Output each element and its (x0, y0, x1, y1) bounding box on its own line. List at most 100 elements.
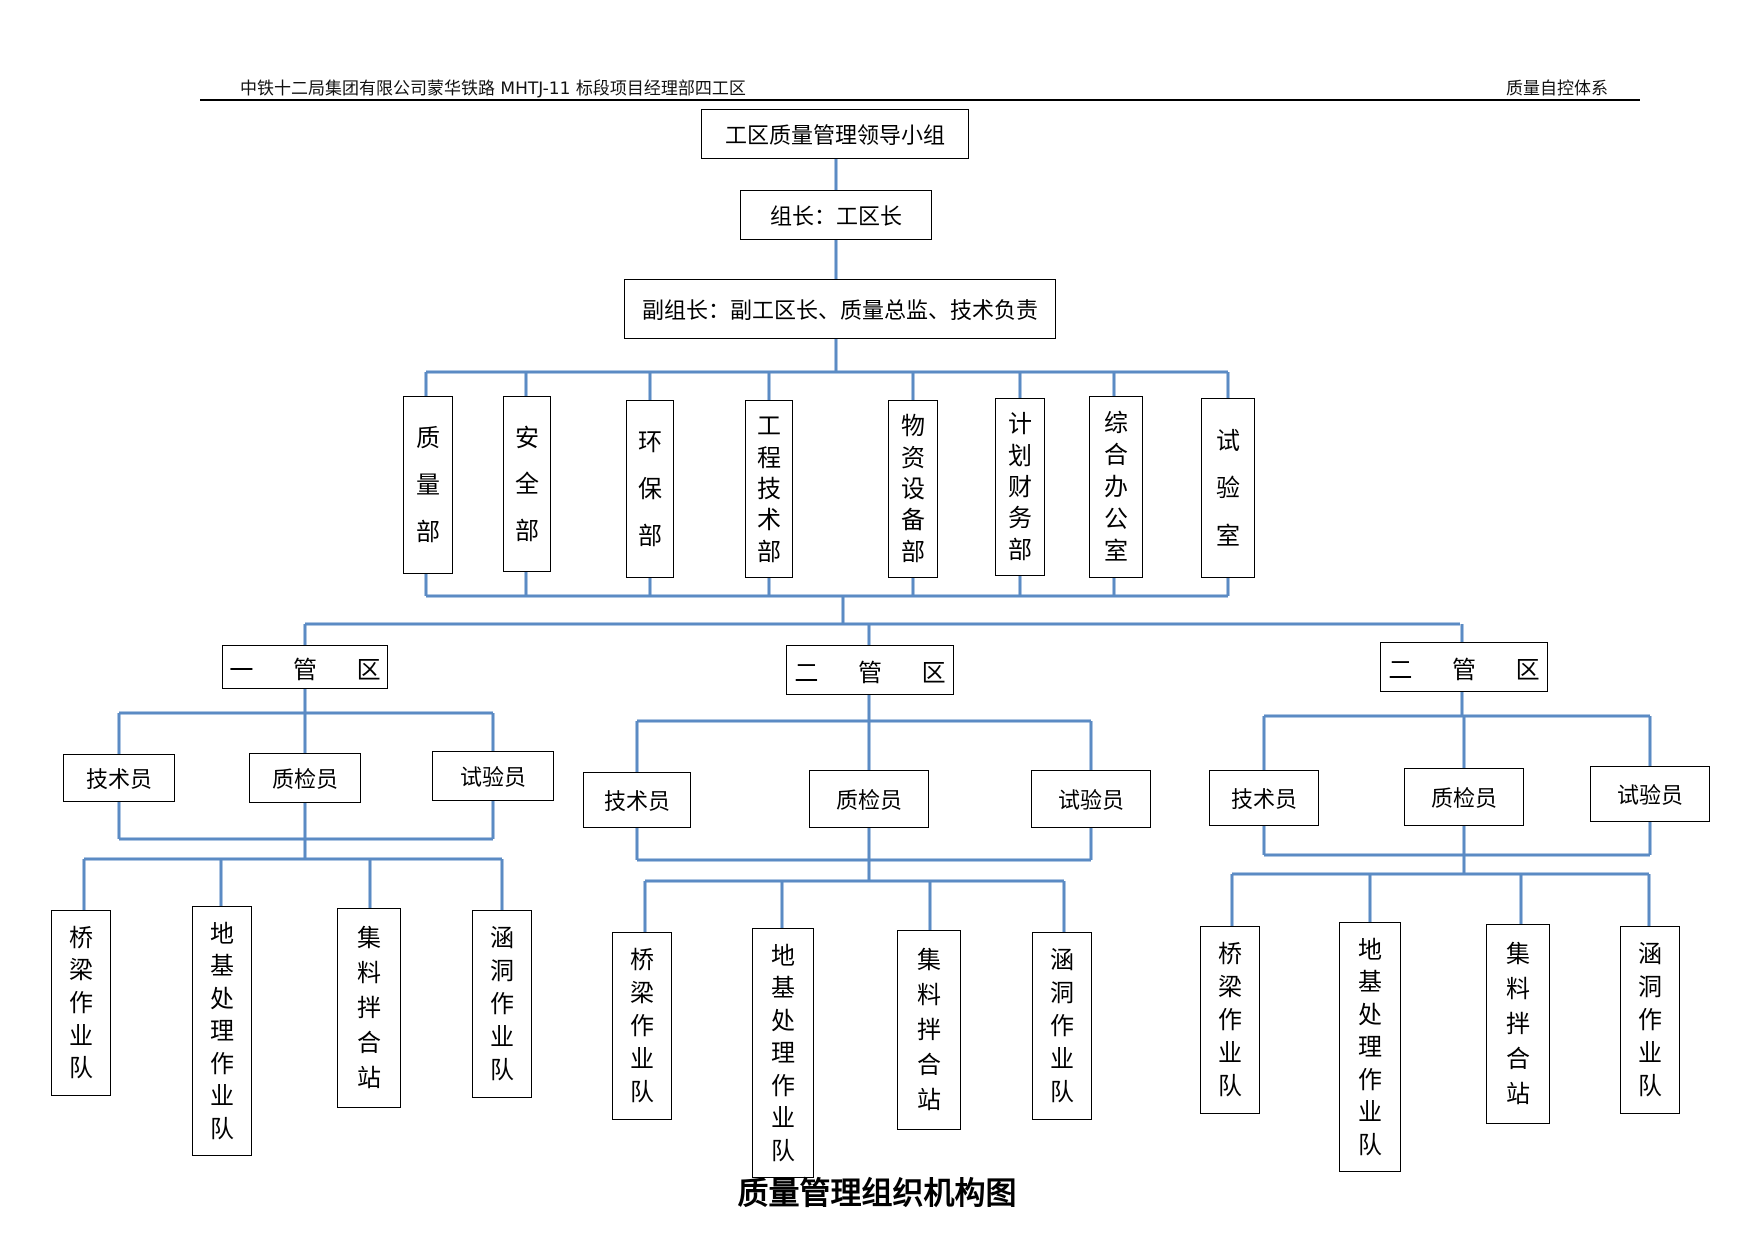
box-char: 队 (490, 1056, 514, 1084)
box-char: 作 (1050, 1012, 1074, 1040)
box-char: 理 (771, 1039, 795, 1067)
staff-box: 技术员 (1209, 770, 1319, 826)
team-box: 集料拌合站 (897, 930, 961, 1130)
box-char: 作 (210, 1049, 234, 1078)
box-char: 处 (771, 1006, 795, 1035)
box-char: 部 (901, 537, 925, 566)
box-char: 队 (1358, 1130, 1382, 1159)
box-char: 集 (1506, 940, 1530, 968)
deputy-box: 副组长：副工区长、质量总监、技术负责 (624, 279, 1056, 339)
box-char: 室 (1216, 521, 1240, 550)
team-box: 地基处理作业队 (752, 928, 814, 1178)
box-char: 涵 (1638, 940, 1662, 968)
box-char: 部 (515, 516, 539, 545)
box-char: 业 (1050, 1045, 1074, 1073)
team-box: 桥梁作业队 (612, 932, 672, 1120)
staff-box: 质检员 (1404, 768, 1524, 826)
box-char: 部 (416, 518, 440, 546)
box-char: 洞 (1050, 979, 1074, 1007)
box-char: 理 (210, 1017, 234, 1045)
box-char: 站 (917, 1086, 941, 1114)
zone-box: 二 管 区 (1380, 642, 1548, 692)
box-char: 桥 (630, 946, 654, 974)
box-char: 划 (1008, 441, 1032, 470)
box-char: 站 (357, 1064, 381, 1092)
box-char: 业 (1218, 1039, 1242, 1067)
leader-box: 工区质量管理领导小组 (701, 109, 969, 159)
box-char: 地 (771, 941, 795, 970)
box-char: 合 (357, 1029, 381, 1057)
box-char: 技 (757, 474, 781, 503)
department-box: 环保部 (626, 400, 674, 578)
box-char: 梁 (1218, 973, 1242, 1001)
zone-box: 一 管 区 (222, 645, 388, 689)
box-char: 业 (490, 1023, 514, 1051)
team-box: 涵洞作业队 (472, 910, 532, 1098)
box-char: 料 (357, 959, 381, 987)
staff-box: 质检员 (809, 770, 929, 828)
box-char: 洞 (490, 957, 514, 985)
team-box: 涵洞作业队 (1032, 932, 1092, 1120)
box-char: 业 (771, 1104, 795, 1132)
staff-box: 技术员 (583, 772, 691, 828)
box-char: 集 (357, 924, 381, 952)
box-char: 处 (1358, 1000, 1382, 1029)
box-char: 队 (210, 1114, 234, 1143)
box-char: 拌 (917, 1016, 941, 1044)
staff-box: 技术员 (63, 754, 175, 802)
team-box: 集料拌合站 (337, 908, 401, 1108)
box-char: 试 (1216, 426, 1240, 455)
box-char: 拌 (357, 994, 381, 1022)
box-char: 队 (1050, 1078, 1074, 1106)
box-char: 室 (1104, 537, 1128, 565)
box-char: 作 (1218, 1006, 1242, 1034)
box-char: 作 (490, 990, 514, 1018)
department-box: 安全部 (503, 396, 551, 572)
zone-box: 二 管 区 (786, 645, 954, 695)
box-char: 备 (901, 506, 925, 535)
box-char: 基 (210, 952, 234, 980)
box-char: 业 (1358, 1098, 1382, 1126)
box-char: 作 (771, 1071, 795, 1100)
box-char: 计 (1008, 410, 1032, 439)
box-char: 拌 (1506, 1010, 1530, 1038)
box-char: 站 (1506, 1080, 1530, 1108)
box-char: 作 (69, 988, 93, 1017)
box-char: 集 (917, 946, 941, 974)
box-char: 料 (917, 981, 941, 1009)
box-char: 量 (416, 471, 440, 499)
team-box: 涵洞作业队 (1620, 926, 1680, 1114)
box-char: 业 (630, 1045, 654, 1073)
box-char: 队 (1638, 1072, 1662, 1100)
head-box: 组长：工区长 (740, 190, 932, 240)
box-char: 作 (1638, 1006, 1662, 1034)
header-left: 中铁十二局集团有限公司蒙华铁路 MHTJ-11 标段项目经理部四工区 (240, 79, 746, 99)
box-char: 部 (1008, 535, 1032, 564)
team-box: 桥梁作业队 (51, 910, 111, 1096)
box-char: 地 (210, 919, 234, 948)
box-char: 公 (1104, 505, 1128, 533)
box-char: 业 (210, 1082, 234, 1110)
team-box: 地基处理作业队 (192, 906, 252, 1156)
box-char: 基 (771, 974, 795, 1002)
staff-box: 质检员 (249, 753, 361, 803)
box-char: 全 (515, 470, 539, 498)
box-char: 环 (638, 428, 662, 456)
box-char: 工 (757, 412, 781, 441)
team-box: 地基处理作业队 (1339, 922, 1401, 1172)
box-char: 队 (1218, 1072, 1242, 1100)
box-char: 料 (1506, 975, 1530, 1003)
box-char: 涵 (1050, 946, 1074, 974)
box-char: 质 (416, 424, 440, 452)
box-char: 物 (901, 412, 925, 441)
box-char: 桥 (69, 923, 93, 952)
box-char: 梁 (69, 956, 93, 985)
team-box: 集料拌合站 (1486, 924, 1550, 1124)
box-char: 财 (1008, 472, 1032, 501)
department-box: 综合办公室 (1089, 396, 1143, 578)
box-char: 合 (917, 1051, 941, 1079)
department-box: 试验室 (1201, 398, 1255, 578)
box-char: 部 (757, 537, 781, 566)
staff-box: 试验员 (1031, 770, 1151, 828)
